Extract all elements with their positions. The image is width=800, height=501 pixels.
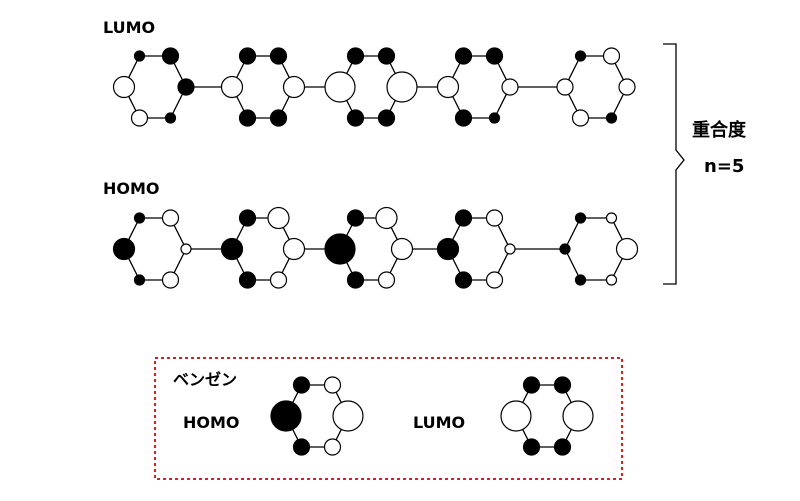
orbital-lobe-filled (559, 243, 571, 255)
homo-ring-4 (436, 209, 516, 289)
orbital-lobe-filled (238, 47, 257, 65)
legend-homo-label: HOMO (183, 413, 240, 432)
orbital-lobe-filled (522, 438, 541, 456)
orbital-lobe-filled (377, 109, 396, 127)
orbital-lobe-filled (220, 237, 244, 261)
orbital-lobe-open (161, 209, 180, 227)
orbital-lobe-filled (177, 78, 195, 96)
orbital-lobe-open (323, 376, 342, 394)
orbital-lobe-open (615, 237, 639, 261)
orbital-lobe-open (282, 237, 306, 261)
orbital-lobe-open (267, 206, 290, 230)
polymer-homo-label: HOMO (103, 179, 160, 198)
orbital-lobe-open (386, 71, 418, 103)
orbital-lobe-filled (553, 376, 572, 394)
orbital-lobe-open (377, 271, 396, 289)
orbital-lobe-filled (346, 109, 365, 127)
orbital-lobe-open (332, 400, 364, 432)
lumo-ring-3 (324, 47, 418, 127)
orbital-lobe-filled (574, 212, 587, 224)
orbital-lobe-open (112, 75, 136, 99)
orbital-lobe-filled (454, 209, 473, 227)
orbital-lobe-filled (324, 233, 356, 265)
orbital-lobe-open (324, 71, 356, 103)
homo-ring-2 (220, 206, 306, 289)
orbital-lobe-filled (346, 209, 365, 227)
orbital-lobe-open (500, 400, 532, 432)
lumo-ring-2 (220, 47, 306, 127)
orbital-lobe-filled (454, 271, 473, 289)
benzene-homo-ring (270, 376, 364, 456)
degree-value: n=5 (704, 156, 744, 177)
degree-title: 重合度 (692, 119, 747, 141)
homo-ring-3 (324, 206, 414, 289)
orbital-lobe-open (556, 78, 574, 96)
orbital-lobe-filled (238, 209, 257, 227)
ring-bond (564, 217, 582, 250)
lumo-chain (112, 47, 636, 127)
orbital-lobe-open (618, 78, 636, 96)
orbital-lobe-filled (270, 400, 302, 432)
orbital-lobe-filled (522, 376, 541, 394)
benzene-homo-orbital (270, 376, 364, 456)
orbital-lobe-filled (436, 237, 460, 261)
orbital-lobe-open (282, 75, 306, 99)
orbital-lobe-open (323, 438, 342, 456)
benzene-lumo-ring (500, 376, 594, 456)
orbital-lobe-filled (485, 47, 504, 65)
orbital-lobe-open (436, 75, 460, 99)
legend-lumo-label: LUMO (413, 413, 465, 432)
orbital-lobe-filled (133, 212, 146, 224)
orbital-lobe-filled (269, 109, 288, 127)
orbital-lobe-filled (553, 438, 572, 456)
homo-ring-5 (559, 212, 639, 286)
orbital-lobe-open (485, 209, 504, 227)
orbital-lobe-open (130, 109, 149, 127)
orbital-lobe-open (504, 243, 516, 255)
benzene-lumo-orbital (500, 376, 594, 456)
orbital-lobe-open (375, 206, 398, 230)
orbital-lobe-open (605, 212, 618, 224)
orbital-lobe-filled (377, 47, 396, 65)
orbital-lobe-open (602, 47, 621, 65)
homo-ring-1 (112, 209, 192, 289)
orbital-lobe-filled (292, 438, 311, 456)
orbital-lobe-filled (605, 112, 618, 124)
orbital-lobe-filled (346, 271, 365, 289)
orbital-lobe-filled (112, 237, 136, 261)
orbital-lobe-filled (164, 112, 177, 124)
legend-title: ベンゼン (173, 370, 237, 389)
orbital-lobe-filled (133, 274, 146, 286)
orbital-lobe-filled (574, 50, 587, 62)
orbital-lobe-filled (488, 112, 501, 124)
polymer-lumo-label: LUMO (103, 18, 155, 37)
orbital-lobe-open (161, 271, 180, 289)
orbital-lobe-filled (292, 376, 311, 394)
orbital-lobe-open (571, 109, 590, 127)
lumo-ring-4 (436, 47, 519, 127)
orbital-lobe-filled (238, 109, 257, 127)
orbital-lobe-filled (133, 50, 146, 62)
orbital-lobe-filled (161, 47, 180, 65)
homo-chain (112, 206, 639, 289)
orbital-lobe-filled (454, 109, 473, 127)
lumo-ring-1 (112, 47, 195, 127)
orbital-lobe-open (180, 243, 192, 255)
orbital-lobe-filled (574, 274, 587, 286)
orbital-lobe-open (390, 237, 414, 261)
orbital-lobe-open (220, 75, 244, 99)
orbital-lobe-open (501, 78, 519, 96)
orbital-lobe-open (605, 274, 618, 286)
orbital-lobe-open (485, 271, 504, 289)
orbital-lobe-filled (238, 271, 257, 289)
orbital-lobe-filled (269, 47, 288, 65)
ring-bond (564, 248, 582, 281)
orbital-lobe-open (269, 271, 288, 289)
polymer-bracket (663, 43, 685, 285)
lumo-ring-5 (556, 47, 636, 127)
orbital-lobe-open (562, 400, 594, 432)
orbital-lobe-filled (346, 47, 365, 65)
orbital-lobe-filled (454, 47, 473, 65)
